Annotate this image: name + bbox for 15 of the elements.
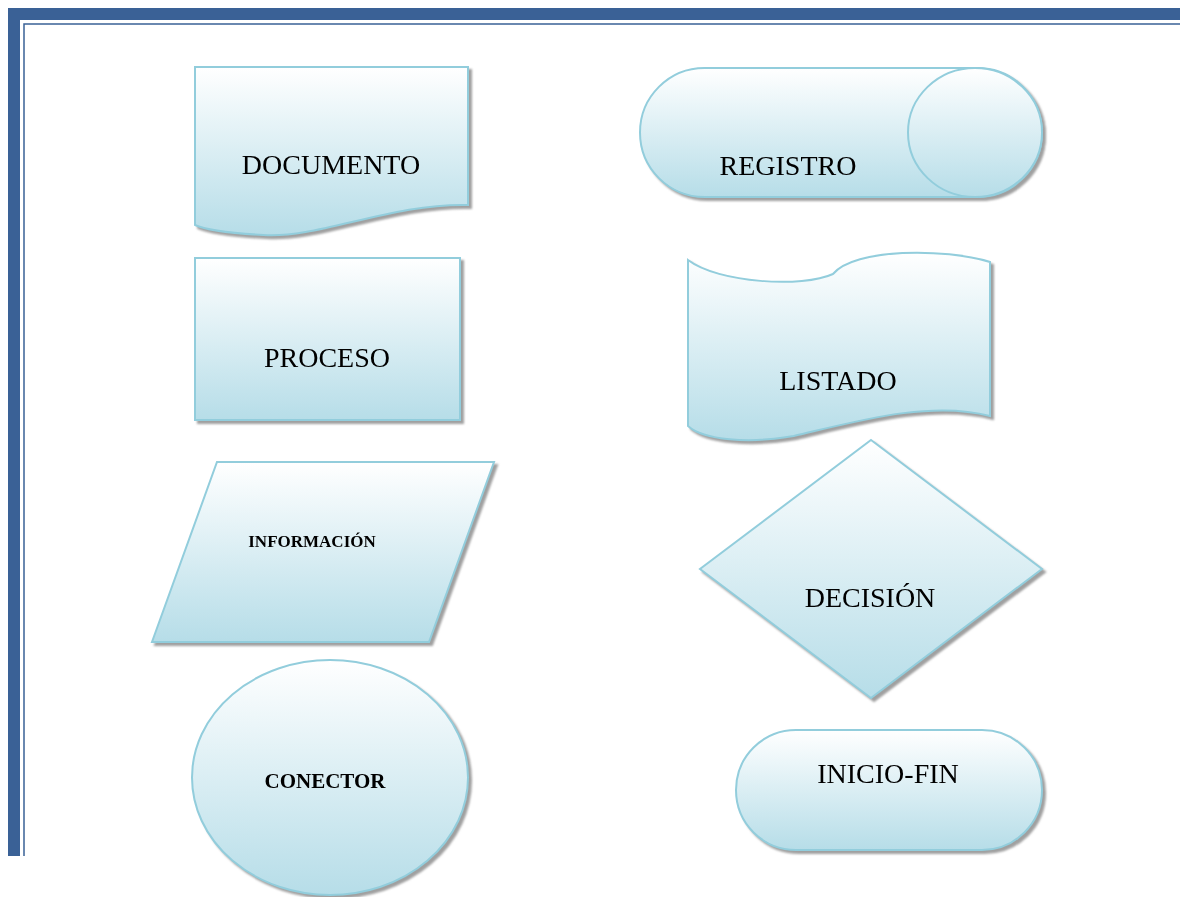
shape-label: LISTADO bbox=[779, 365, 897, 397]
process-box bbox=[195, 258, 460, 420]
terminator-shape bbox=[736, 730, 1042, 850]
connector-circle bbox=[192, 660, 468, 895]
shape-label: DECISIÓN bbox=[804, 582, 936, 614]
shape-label: INICIO-FIN bbox=[817, 758, 959, 790]
document-shape bbox=[195, 67, 468, 235]
shape-label: REGISTRO bbox=[719, 150, 857, 182]
shape-label: CONECTOR bbox=[264, 768, 386, 794]
shape-label: DOCUMENTO bbox=[241, 149, 421, 181]
data-parallelogram bbox=[152, 462, 494, 642]
shape-label: INFORMACIÓN bbox=[248, 532, 376, 552]
stored-data-shape bbox=[640, 68, 1042, 197]
decision-diamond bbox=[700, 440, 1042, 698]
shape-label: PROCESO bbox=[264, 342, 390, 374]
